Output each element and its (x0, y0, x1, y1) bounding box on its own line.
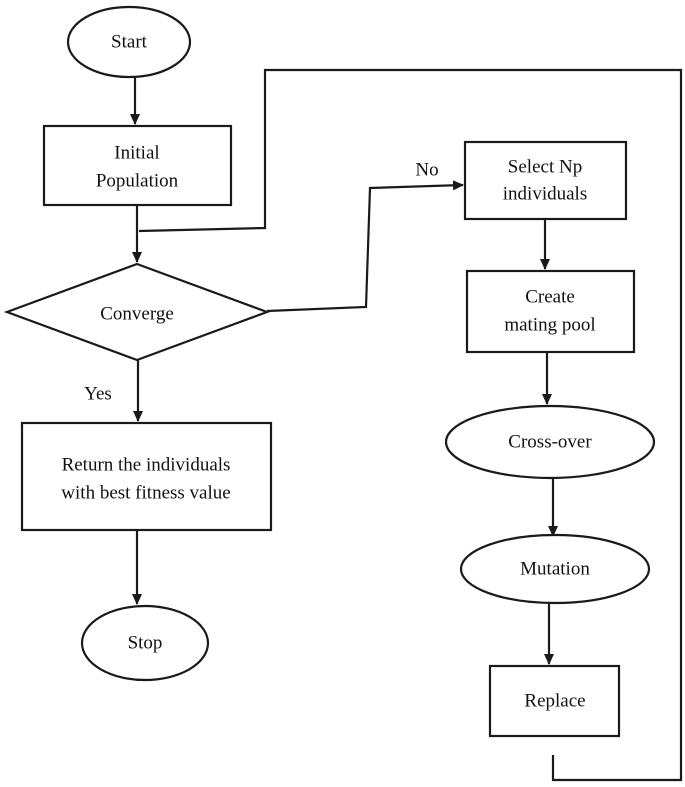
arrow-converge-no-to-select (266, 180, 464, 313)
mutation-label: Mutation (520, 558, 590, 579)
stop-node: Stop (80, 604, 210, 682)
crossover-label: Cross-over (508, 431, 592, 452)
start-label: Start (111, 31, 148, 52)
no-edge-label: No (415, 159, 438, 180)
initial-population-label-line1: Initial (114, 142, 159, 163)
mating-pool-node: Create mating pool (465, 269, 636, 354)
select-individuals-label-line2: individuals (503, 183, 587, 204)
converge-label: Converge (100, 303, 174, 324)
replace-label: Replace (524, 690, 585, 711)
mutation-node: Mutation (459, 533, 651, 605)
return-best-label-line2: with best fitness value (61, 482, 230, 503)
crossover-node: Cross-over (444, 404, 656, 480)
replace-node: Replace (488, 664, 621, 738)
yes-edge-label: Yes (84, 383, 112, 404)
mating-pool-label-line2: mating pool (504, 314, 595, 335)
mating-pool-label-line1: Create (525, 286, 575, 307)
return-best-node: Return the individuals with best fitness… (20, 421, 273, 532)
initial-population-node: Initial Population (42, 124, 233, 207)
start-node: Start (66, 5, 192, 79)
stop-label: Stop (128, 632, 163, 653)
return-best-label-line1: Return the individuals (62, 454, 231, 475)
loop-back-line (138, 68, 683, 782)
select-individuals-node: Select Np individuals (463, 140, 628, 221)
converge-decision: Converge (3, 262, 271, 362)
initial-population-label-line2: Population (96, 170, 179, 191)
select-individuals-label-line1: Select Np (508, 156, 582, 177)
